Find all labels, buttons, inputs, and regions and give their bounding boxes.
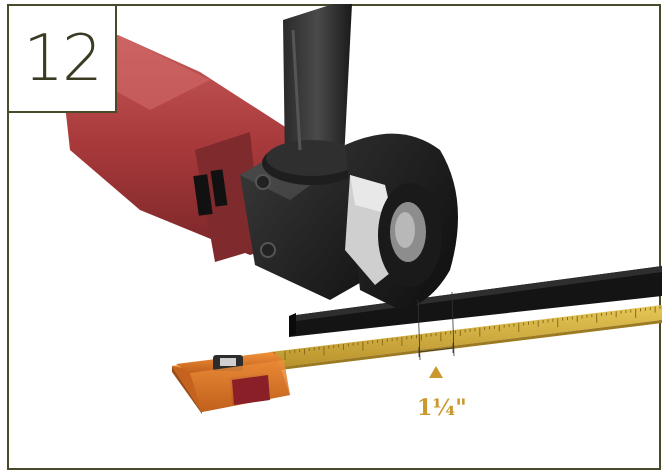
measurement-label: 1¼"	[417, 395, 467, 421]
step-number: 12	[23, 21, 102, 96]
grinder-handle	[262, 4, 362, 185]
steel-bar	[289, 266, 662, 337]
cut-guide	[417, 291, 455, 361]
grinder-guard	[345, 133, 458, 310]
tape-blade	[270, 305, 662, 371]
step-badge: 12	[7, 4, 117, 113]
triangle-up-marker-icon	[429, 366, 443, 378]
tape-measure-case	[172, 352, 290, 414]
